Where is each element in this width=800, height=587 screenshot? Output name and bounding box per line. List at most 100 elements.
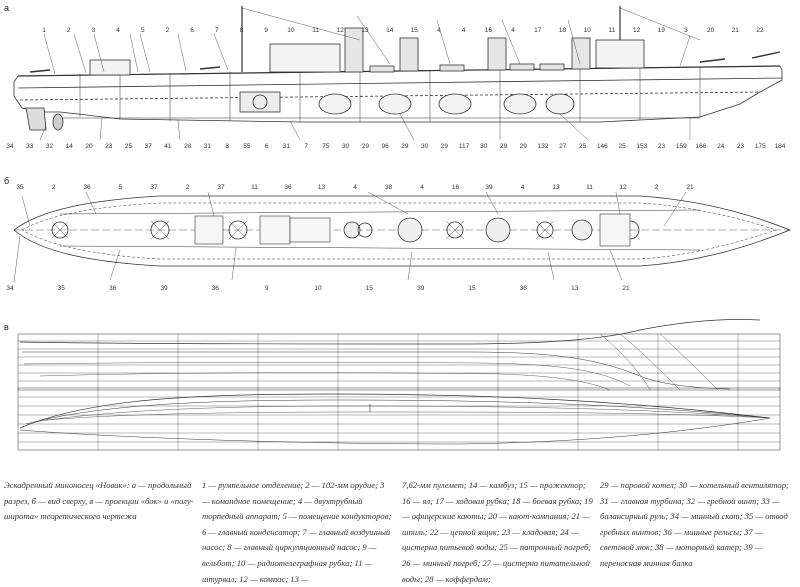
legend-column-3: 29 — паровой котел; 30 — котельный венти… — [600, 478, 796, 572]
callout-label: 20 — [85, 143, 93, 150]
callout-label: 21 — [732, 27, 740, 34]
boiler — [545, 93, 575, 115]
funnel-plan — [343, 221, 361, 239]
callout-label: 36 — [109, 285, 117, 292]
callout-label: 10 — [287, 27, 295, 34]
funnel-plan — [571, 219, 593, 241]
callout-label: 27 — [559, 143, 567, 150]
callout-label: 14 — [386, 27, 394, 34]
callout-label: 2 — [655, 184, 659, 191]
callout-label: 31 — [204, 143, 212, 150]
callout-label: 37 — [217, 184, 225, 191]
callout-label: 8 — [225, 143, 229, 150]
funnel — [344, 27, 364, 73]
callout-label: 25 — [579, 143, 587, 150]
callout-label: 36 — [284, 184, 292, 191]
callout-label: 15 — [366, 285, 374, 292]
callout-label: 21 — [622, 285, 630, 292]
callout-label: 36 — [212, 285, 220, 292]
callout-label: 16 — [485, 27, 493, 34]
caption-title: Эскадренный миноносец «Новик»: а — продо… — [4, 478, 194, 525]
funnel — [399, 37, 419, 72]
callout-label: 11 — [251, 184, 258, 191]
legend-column-1: 1 — румпельное отделение; 2 — 102-мм ору… — [202, 478, 394, 587]
callout-label: 132 — [538, 143, 549, 150]
callout-label: 10 — [584, 27, 592, 34]
callout-label: 2 — [166, 27, 170, 34]
ship-drawing: 1234526789101112131415441641718101112193… — [6, 6, 792, 451]
callout-label: 4 — [116, 27, 120, 34]
lines-drawing — [17, 319, 781, 451]
funnel-plan — [397, 217, 423, 243]
callout-label: 15 — [411, 27, 419, 34]
callout-label: 3 — [92, 27, 96, 34]
callout-label: 39 — [417, 285, 425, 292]
callout-label: 37 — [150, 184, 158, 191]
boiler — [438, 93, 472, 115]
callout-label: 30 — [421, 143, 429, 150]
callout-label: 35 — [16, 184, 24, 191]
callout-label: 36 — [83, 184, 91, 191]
boiler — [318, 93, 352, 115]
callout-label: 146 — [597, 143, 608, 150]
funnel-plan — [485, 217, 511, 243]
callout-label: 4 — [462, 27, 466, 34]
callout-label: 75 — [322, 143, 330, 150]
callout-label: 2 — [186, 184, 190, 191]
callout-label: 17 — [534, 27, 542, 34]
callout-label: 30 — [342, 143, 350, 150]
callout-label: 11 — [312, 27, 319, 34]
callout-label: 34 — [6, 143, 14, 150]
caption-text: Эскадренный миноносец «Новик»: а — продо… — [4, 480, 194, 522]
callout-label: 8 — [240, 27, 244, 34]
callout-label: 38 — [385, 184, 393, 191]
callout-label: 1 — [42, 27, 46, 34]
callout-label: 25 — [618, 143, 626, 150]
callout-label: 5 — [141, 27, 145, 34]
callout-label: 37 — [145, 143, 153, 150]
callout-label: 32 — [46, 143, 54, 150]
callout-label: 39 — [160, 285, 168, 292]
callout-label: 19 — [658, 27, 666, 34]
callout-label: 12 — [619, 184, 627, 191]
callout-label: 3 — [684, 27, 688, 34]
callout-label: 4 — [437, 27, 441, 34]
callout-label: 13 — [571, 285, 579, 292]
callout-label: 35 — [58, 285, 66, 292]
callout-label: 153 — [636, 143, 647, 150]
callout-label: 33 — [26, 143, 34, 150]
callout-label: 7 — [304, 143, 308, 150]
propeller — [52, 113, 64, 131]
callout-label: 117 — [459, 143, 470, 150]
callout-label: 4 — [521, 184, 525, 191]
longitudinal-section — [13, 6, 783, 141]
callout-label: 13 — [318, 184, 326, 191]
callout-label: 22 — [756, 27, 764, 34]
bridge — [595, 39, 645, 69]
callout-label: 29 — [362, 143, 370, 150]
callout-label: 21 — [686, 184, 694, 191]
legend-text: 7,62-мм пулемет; 14 — камбуз; 15 — проже… — [402, 480, 593, 584]
callout-label: 36 — [520, 285, 528, 292]
callout-label: 4 — [511, 27, 515, 34]
callout-label: 175 — [755, 143, 766, 150]
callout-label: 28 — [184, 143, 192, 150]
callout-label: 4 — [420, 184, 424, 191]
legend-text: 1 — румпельное отделение; 2 — 102-мм ору… — [202, 480, 392, 584]
callout-label: 184 — [775, 143, 786, 150]
callout-label: 5 — [119, 184, 123, 191]
callout-label: 15 — [468, 285, 476, 292]
aft-deckhouse — [89, 59, 131, 76]
callout-label: 13 — [552, 184, 560, 191]
callout-label: 30 — [480, 143, 488, 150]
callout-label: 12 — [633, 27, 641, 34]
panel-label-c: в — [4, 322, 9, 332]
boiler — [503, 93, 537, 115]
callout-label: 14 — [66, 143, 74, 150]
callout-label: 9 — [265, 285, 269, 292]
callout-label: 2 — [52, 184, 56, 191]
callout-label: 23 — [658, 143, 666, 150]
funnel — [571, 37, 591, 70]
callout-label: 11 — [609, 27, 616, 34]
callout-label: 55 — [243, 143, 251, 150]
